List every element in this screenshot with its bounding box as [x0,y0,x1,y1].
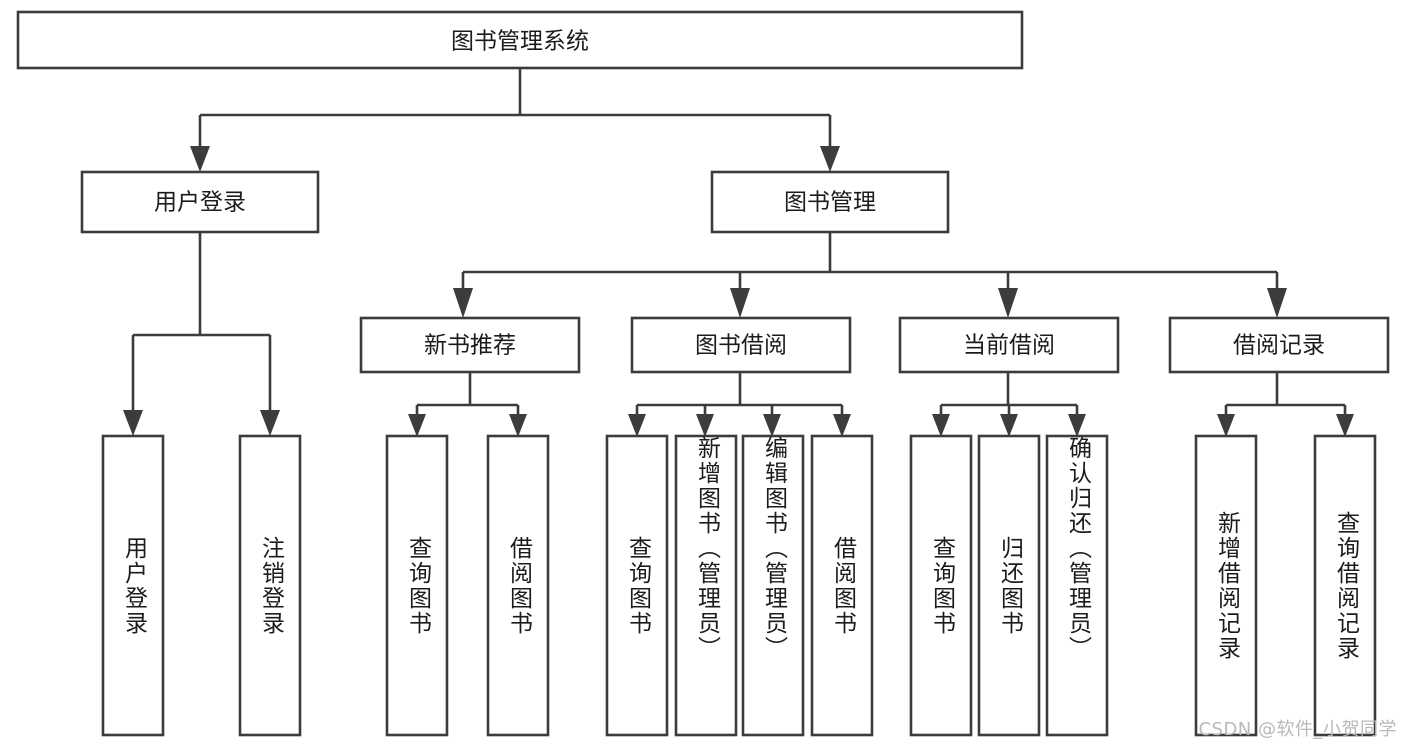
node-borrow-record-box[interactable] [1168,316,1390,374]
leaf-box-return-book[interactable] [977,434,1041,737]
node-book-management[interactable]: 图书管理 [710,170,950,234]
arrow-to-leaf-query-record [1336,414,1354,437]
node-new-book-recommend-label: 新书推荐 [424,333,516,359]
node-borrow-record[interactable]: 借阅记录 [1168,316,1390,374]
node-user-login-label: 用户登录 [154,190,246,216]
node-current-borrow-box[interactable] [898,316,1120,374]
node-new-book-recommend[interactable]: 新书推荐 [359,316,581,374]
node-current-borrow[interactable]: 当前借阅 [898,316,1120,374]
arrow-to-leaf-edit-book [763,414,781,437]
arrow-to-user-login [190,146,210,172]
arrow-to-new-book-recommend [453,288,473,318]
arrow-to-book-management [820,146,840,172]
leaf-box-query-book-2[interactable] [605,434,669,737]
arrowheads-layer [123,146,1354,437]
arrow-to-leaf-return-book [1000,414,1018,437]
arrow-to-current-borrow [998,288,1018,318]
leaf-box-query-book-1[interactable] [385,434,449,737]
node-user-login[interactable]: 用户登录 [80,170,320,234]
leaf-box-query-record[interactable] [1313,434,1377,737]
arrow-to-book-borrow [730,288,750,318]
leaf-box-add-record[interactable] [1194,434,1258,737]
leaf-box-query-book-3[interactable] [909,434,973,737]
arrow-to-leaf-query-book-3 [932,414,950,437]
node-root[interactable]: 图书管理系统 [16,10,1024,70]
leaf-box-user-login[interactable] [101,434,165,737]
arrow-to-leaf-add-book [696,414,714,437]
arrow-to-leaf-query-book-1 [408,414,426,437]
node-book-management-label: 图书管理 [784,190,876,216]
arrow-to-leaf-logout-login [260,410,280,436]
arrow-to-leaf-confirm-return [1068,414,1086,437]
leaf-box-borrow-book-1[interactable] [486,434,550,737]
node-root-box[interactable] [16,10,1024,70]
node-user-login-box[interactable] [80,170,320,234]
arrow-to-leaf-query-book-2 [628,414,646,437]
leaf-box-confirm-return[interactable] [1045,434,1109,737]
arrow-to-leaf-user-login [123,410,143,436]
node-book-borrow-label: 图书借阅 [695,333,787,359]
leaf-box-logout-login[interactable] [238,434,302,737]
leaf-box-edit-book[interactable] [741,434,805,737]
node-book-borrow[interactable]: 图书借阅 [630,316,852,374]
arrow-to-leaf-add-record [1217,414,1235,437]
node-new-book-recommend-box[interactable] [359,316,581,374]
nodes-layer: 图书管理系统 用户登录 图书管理 新书推荐 图书借阅 [16,10,1390,737]
node-book-management-box[interactable] [710,170,950,234]
node-root-label: 图书管理系统 [451,29,589,55]
arrow-to-borrow-record [1267,288,1287,318]
node-current-borrow-label: 当前借阅 [963,333,1055,359]
node-borrow-record-label: 借阅记录 [1233,333,1325,359]
arrow-to-leaf-borrow-book-2 [833,414,851,437]
arrow-to-leaf-borrow-book-1 [509,414,527,437]
leaf-box-borrow-book-2[interactable] [810,434,874,737]
leaf-box-add-book[interactable] [674,434,738,737]
node-book-borrow-box[interactable] [630,316,852,374]
